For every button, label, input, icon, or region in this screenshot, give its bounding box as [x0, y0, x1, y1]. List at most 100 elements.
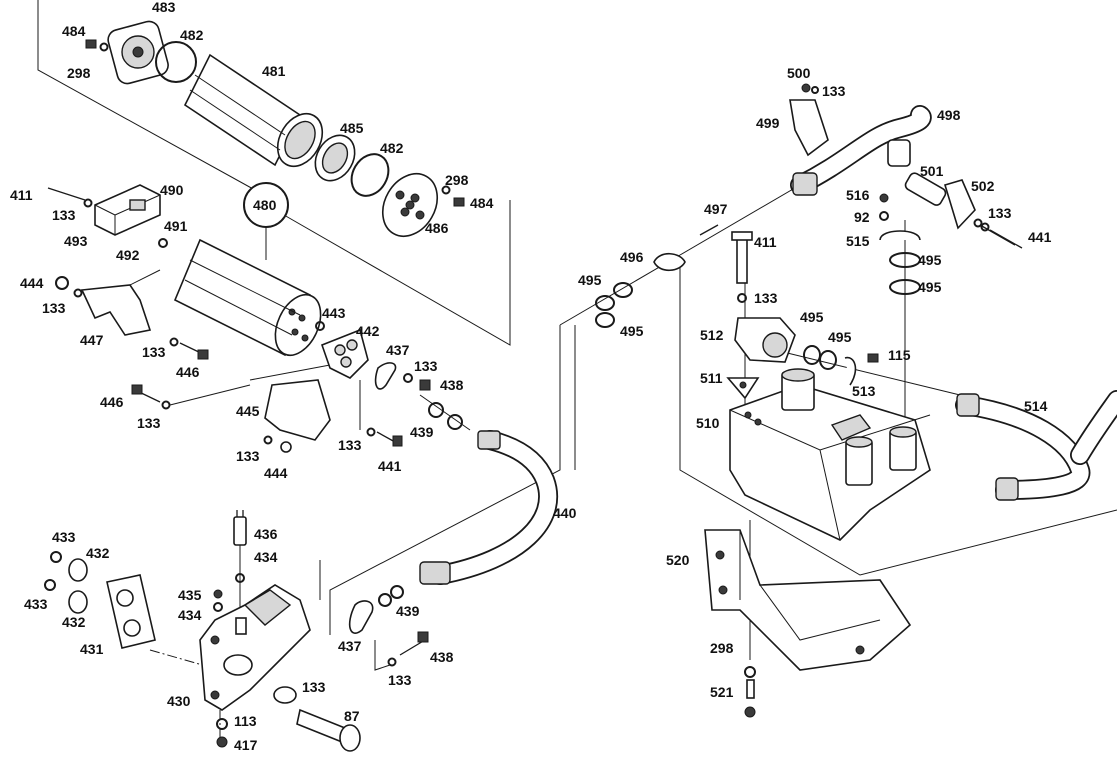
- callout-87: 87: [344, 708, 360, 724]
- callout-133-c: 133: [142, 344, 166, 360]
- callout-446: 446: [176, 364, 200, 380]
- callout-133-i: 133: [388, 672, 412, 688]
- clip-437-lower: [348, 585, 429, 667]
- callout-511: 511: [700, 370, 723, 386]
- callout-497: 497: [704, 201, 728, 217]
- callout-446-b: 446: [100, 394, 124, 410]
- callout-439-b: 439: [396, 603, 420, 619]
- callout-115: 115: [888, 347, 911, 363]
- callout-298-c: 298: [710, 640, 734, 656]
- callout-484: 484: [62, 23, 86, 39]
- callout-440: 440: [553, 505, 577, 521]
- callout-495-b: 495: [918, 279, 942, 295]
- fitting-512: [734, 317, 879, 386]
- callout-499: 499: [756, 115, 780, 131]
- callout-501: 501: [920, 163, 944, 179]
- callout-434-b: 434: [178, 607, 202, 623]
- callout-520: 520: [666, 552, 690, 568]
- callout-444: 444: [20, 275, 44, 291]
- group-label-480: 480: [253, 197, 277, 213]
- callout-482: 482: [180, 27, 204, 43]
- callout-434: 434: [254, 549, 278, 565]
- callout-437: 437: [386, 342, 410, 358]
- callout-495-c: 495: [578, 272, 602, 288]
- callout-495-f: 495: [828, 329, 852, 345]
- callout-482-b: 482: [380, 140, 404, 156]
- hose-514: [955, 390, 1117, 501]
- callout-432-b: 432: [62, 614, 86, 630]
- callout-516: 516: [846, 187, 870, 203]
- callout-438-b: 438: [430, 649, 454, 665]
- clip-437-upper: [366, 362, 463, 447]
- callout-502: 502: [971, 178, 995, 194]
- callout-447: 447: [80, 332, 104, 348]
- cylinder-481: [183, 53, 324, 168]
- bracket-499: [789, 83, 829, 157]
- callout-433: 433: [52, 529, 76, 545]
- callout-437-b: 437: [338, 638, 362, 654]
- callout-512: 512: [700, 327, 724, 343]
- callout-443: 443: [322, 305, 346, 321]
- callout-435: 435: [178, 587, 202, 603]
- callout-133-d: 133: [137, 415, 161, 431]
- bracket-445: [263, 379, 331, 453]
- callout-417: 417: [234, 737, 258, 753]
- callout-133-h: 133: [302, 679, 326, 695]
- callout-432: 432: [86, 545, 110, 561]
- callout-490: 490: [160, 182, 184, 198]
- callout-441-b: 441: [1028, 229, 1052, 245]
- end-cap-483: [107, 20, 197, 85]
- seal-485: [314, 134, 390, 197]
- bolt-411-right: [731, 231, 753, 303]
- callout-492: 492: [116, 247, 140, 263]
- callout-430: 430: [167, 693, 191, 709]
- callout-485: 485: [340, 120, 364, 136]
- sleeve-501: [904, 172, 1016, 246]
- callout-493: 493: [64, 233, 88, 249]
- callout-133-e: 133: [414, 358, 438, 374]
- callout-496: 496: [620, 249, 644, 265]
- screws-446: [131, 337, 209, 410]
- callout-133-b: 133: [42, 300, 66, 316]
- end-plate-486: [381, 173, 439, 237]
- callout-521: 521: [710, 684, 734, 700]
- exhaust-elbow-430: [199, 584, 311, 711]
- screws-upper: [85, 39, 465, 207]
- bolt-87: [216, 686, 361, 752]
- callout-445: 445: [236, 403, 260, 419]
- callout-442: 442: [356, 323, 380, 339]
- callout-495-e: 495: [800, 309, 824, 325]
- clamp-515: [879, 193, 921, 295]
- callout-441: 441: [378, 458, 402, 474]
- callout-498: 498: [937, 107, 961, 123]
- clamp-442: [315, 321, 369, 379]
- callout-133-l: 133: [754, 290, 778, 306]
- callout-411-b: 411: [754, 234, 777, 250]
- callout-431: 431: [80, 641, 104, 657]
- callout-298-b: 298: [445, 172, 469, 188]
- callout-444-b: 444: [264, 465, 288, 481]
- callout-510: 510: [696, 415, 720, 431]
- callout-133-k: 133: [988, 205, 1012, 221]
- muffler-assembly: [158, 238, 322, 357]
- bracket-490: [47, 184, 161, 236]
- bracket-447: [55, 276, 152, 336]
- callout-133-g: 133: [236, 448, 260, 464]
- callout-436: 436: [254, 526, 278, 542]
- callout-484-b: 484: [470, 195, 494, 211]
- callout-483: 483: [152, 0, 176, 15]
- callout-495: 495: [918, 252, 942, 268]
- hose-498: [790, 105, 932, 196]
- flange-431: [44, 551, 156, 649]
- tank-510: [729, 368, 931, 541]
- callout-515: 515: [846, 233, 870, 249]
- callout-495-d: 495: [620, 323, 644, 339]
- callout-500: 500: [787, 65, 811, 81]
- group-callout-480: [243, 182, 289, 228]
- callout-133-f: 133: [338, 437, 362, 453]
- sensor-436: [233, 510, 247, 583]
- screw-441-right: [980, 222, 1023, 249]
- callout-481: 481: [262, 63, 286, 79]
- callout-133: 133: [52, 207, 76, 223]
